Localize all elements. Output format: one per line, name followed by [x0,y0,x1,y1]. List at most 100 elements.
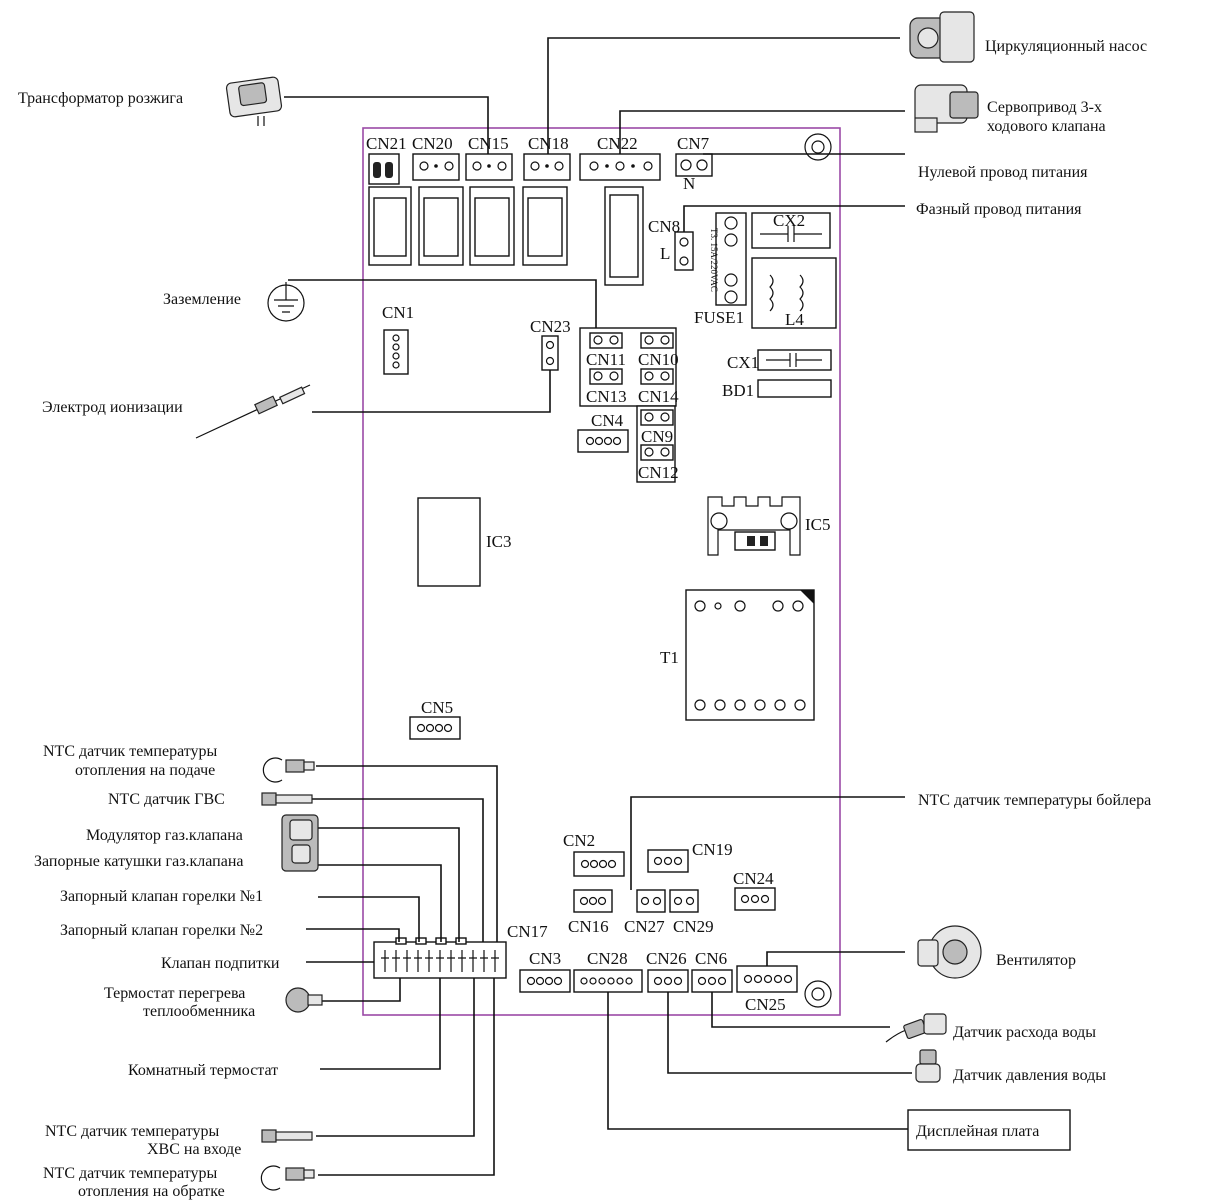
l-label: L [660,244,670,263]
cn21-label: CN21 [366,134,407,153]
cn12-label: CN12 [638,463,679,482]
cn24-connector: CN24 [733,869,776,911]
pcb-outline [362,127,841,1016]
cn6-label: CN6 [695,949,727,968]
cn29-label: CN29 [673,917,714,936]
mount-hole-bottom [804,980,832,1008]
label-ntc-cold-2: ХВС на входе [147,1141,241,1158]
cn13-label: CN13 [586,387,627,406]
cn10-label: CN10 [638,350,679,369]
ic5: IC5 [707,496,831,556]
cn2-label: CN2 [563,831,595,850]
label-pressure-sensor: Датчик давления воды [953,1067,1106,1084]
label-ign-transformer: Трансформатор розжига [18,90,183,107]
label-servo-1: Сервопривод 3-х [987,99,1102,116]
cn6-connector: CN6 [691,949,733,993]
ion-electrode-icon [195,384,311,439]
pump-icon [909,11,975,63]
cn26-label: CN26 [646,949,687,968]
ntc-return-icon [260,1165,315,1191]
fan-icon [917,925,982,979]
label-circ-pump: Циркуляционный насос [985,38,1147,55]
label-ntc-dhw: NTC датчик ГВС [108,791,225,808]
cn20-label: CN20 [412,134,453,153]
cn3-label: CN3 [529,949,561,968]
cn17-label: CN17 [507,922,548,941]
label-neutral: Нулевой провод питания [918,164,1088,181]
relay-row [368,186,644,286]
l4-label: L4 [785,310,804,329]
overheat-thermostat-icon [285,987,323,1013]
cn7-label: CN7 [677,134,710,153]
cn28-connector: CN28 [573,949,643,993]
cn23-label: CN23 [530,317,571,336]
cn16-connector: CN16 [568,889,613,936]
cn4-label: CN4 [591,411,624,430]
label-burner-valve-2: Запорный клапан горелки №2 [60,922,263,939]
label-flow-sensor: Датчик расхода воды [953,1024,1096,1041]
label-servo-2: ходового клапана [987,118,1106,135]
cn4-connector: CN4 [577,411,629,453]
cn16-label: CN16 [568,917,609,936]
cn22-label: CN22 [597,134,638,153]
cn22-connector: CN22 [579,134,661,181]
cn15-connector: CN15 [465,134,513,181]
cn27-label: CN27 [624,917,665,936]
ign-transformer-icon [225,76,283,126]
ntc-cold-icon [261,1129,313,1143]
label-ntc-supply-2: отопления на подаче [75,762,215,779]
label-ntc-supply-1: NTC датчик температуры [43,743,218,760]
flow-sensor-icon [885,1013,947,1043]
cn10-connector: CN10 [638,332,679,369]
fuse1: T3. 15A/220VAC FUSE1 [694,212,747,327]
cx2-label: CX2 [773,211,805,230]
cn5-label: CN5 [421,698,453,717]
peripheral-labels: Циркуляционный насос Сервопривод 3-х ход… [18,38,1151,1200]
cn20-connector: CN20 [412,134,460,181]
fuse-rating: T3. 15A/220VAC [709,228,719,292]
mount-hole-top [804,133,832,161]
label-room-thermostat: Комнатный термостат [128,1062,278,1079]
cn14-connector: CN14 [638,368,679,406]
pressure-sensor-icon [915,1049,941,1083]
label-burner-valve-1: Запорный клапан горелки №1 [60,888,263,905]
cn14-label: CN14 [638,387,679,406]
l4-inductor: L4 [751,257,837,329]
label-ntc-return-1: NTC датчик температуры [43,1165,218,1182]
label-fill-valve: Клапан подпитки [161,955,280,972]
cn8-connector: CN8 L [648,217,694,271]
cn5-connector: CN5 [409,698,461,740]
cn1-label: CN1 [382,303,414,322]
ntc-supply-icon [262,757,315,783]
cx1: CX1 [727,349,832,372]
cn18-connector: CN18 [523,134,571,181]
cn9-label: CN9 [641,427,673,446]
cn28-label: CN28 [587,949,628,968]
cn1-connector: CN1 [382,303,414,375]
label-gas-modulator: Модулятор газ.клапана [86,827,243,844]
label-gas-coils: Запорные катушки газ.клапана [34,853,244,870]
cn23-connector: CN23 [530,317,571,371]
display-board-box [907,1109,1071,1151]
ic5-label: IC5 [805,515,831,534]
cn7-connector: CN7 N [675,134,713,193]
cn11-connector: CN11 [586,332,626,369]
label-ntc-cold-1: NTC датчик температуры [45,1123,220,1140]
wires [284,37,912,1176]
cn8-label: CN8 [648,217,680,236]
fuse1-label: FUSE1 [694,308,744,327]
label-phase: Фазный провод питания [916,201,1082,218]
cn12-connector: CN12 [638,444,679,482]
label-display-board: Дисплейная плата [916,1123,1039,1140]
cn27-connector: CN27 [624,889,666,936]
label-ntc-return-2: отопления на обратке [78,1183,225,1200]
cn19-label: CN19 [692,840,733,859]
cn2-connector: CN2 [563,831,625,877]
bd1: BD1 [722,379,832,400]
cx1-label: CX1 [727,353,759,372]
label-overheat-1: Термостат перегрева [104,985,245,1002]
ic3: IC3 [417,497,512,587]
n-label: N [683,174,695,193]
label-ground: Заземление [163,291,241,308]
gas-valve-icon [281,814,319,872]
